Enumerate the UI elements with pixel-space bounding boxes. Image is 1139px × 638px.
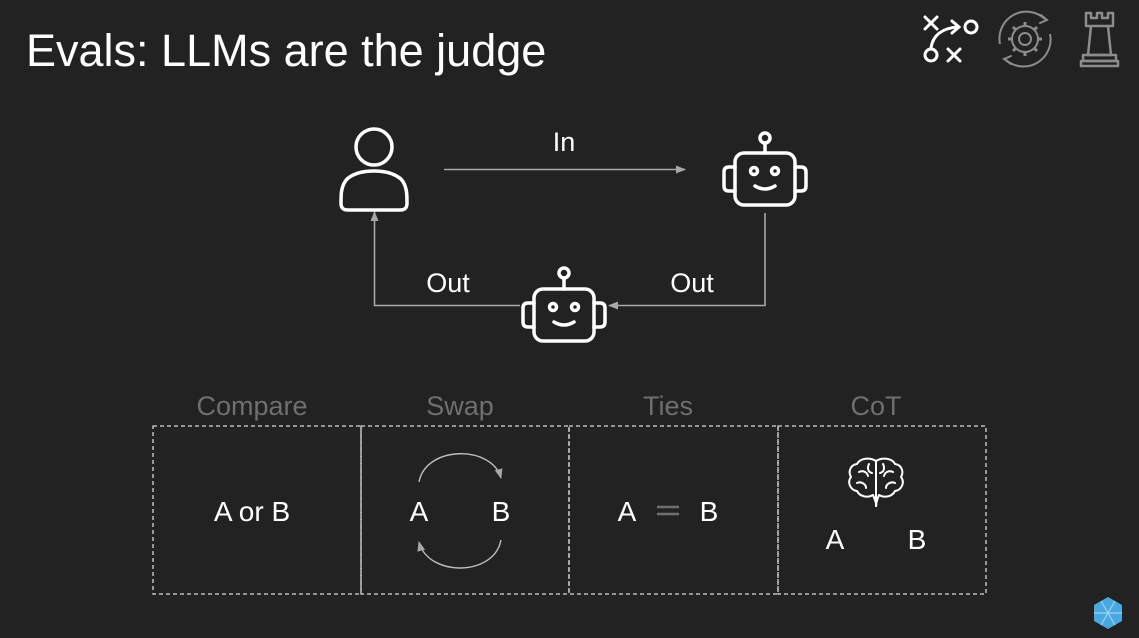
header-compare: Compare: [196, 391, 307, 421]
arrow-out-right: [608, 213, 766, 310]
chess-rook-icon: [1079, 11, 1120, 68]
compare-content: A or B: [214, 496, 290, 527]
cot-left: A: [826, 524, 845, 555]
header-cot: CoT: [850, 391, 901, 421]
in-label: In: [553, 127, 576, 157]
model-robot-icon: [722, 131, 808, 207]
out-left-label: Out: [426, 268, 470, 298]
brain-icon: [848, 457, 904, 507]
judge-robot-icon: [521, 266, 607, 343]
cot-box: [777, 425, 987, 595]
strategy-grid: [152, 425, 987, 595]
swap-arrow-bottom-icon: [417, 539, 502, 569]
slide-title: Evals: LLMs are the judge: [26, 25, 546, 76]
compare-box: [152, 425, 362, 595]
swap-left: A: [410, 496, 429, 527]
ties-right: B: [700, 496, 719, 527]
cot-right: B: [908, 524, 927, 555]
header-ties: Ties: [643, 391, 693, 421]
gear-cycle-icon: [998, 10, 1052, 68]
ties-box: [568, 425, 779, 595]
strategy-play-icon: [923, 15, 979, 63]
ties-left: A: [618, 496, 637, 527]
swap-right: B: [492, 496, 511, 527]
equals-icon: [657, 505, 679, 516]
user-icon: [339, 127, 409, 212]
swap-arrow-top-icon: [418, 453, 503, 483]
swap-box: [360, 425, 570, 595]
arrow-out-left: [370, 211, 520, 307]
hexagon-logo-icon: [1094, 597, 1122, 629]
header-swap: Swap: [426, 391, 494, 421]
out-right-label: Out: [670, 268, 714, 298]
